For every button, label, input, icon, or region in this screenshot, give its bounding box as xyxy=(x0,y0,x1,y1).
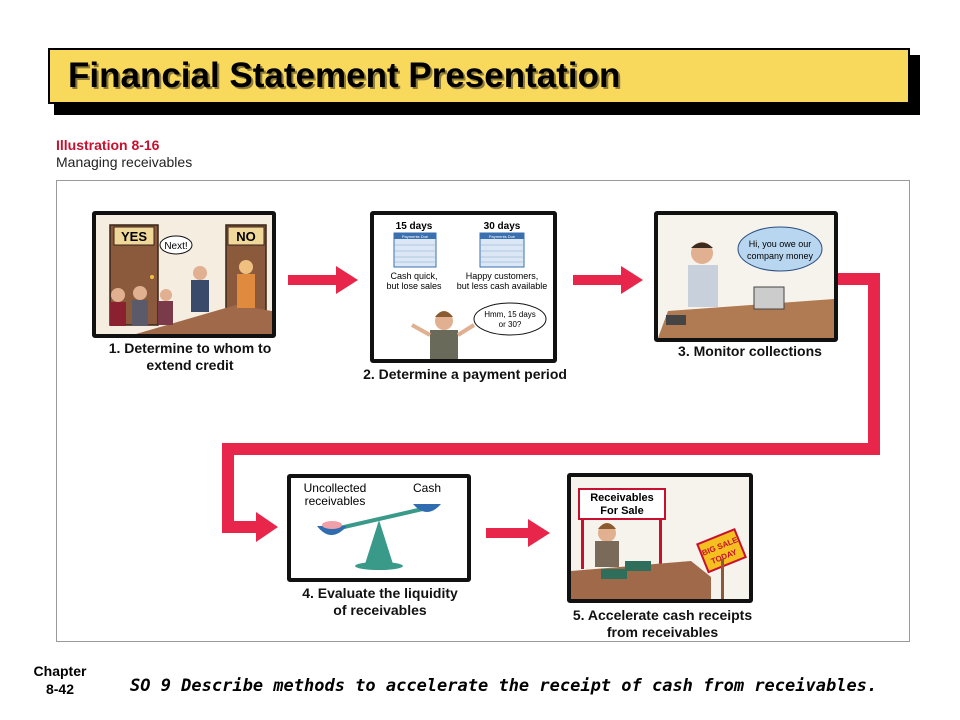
illustration-number: Illustration 8-16 xyxy=(56,137,160,153)
uncollected-line1: Uncollected xyxy=(304,481,367,495)
sign-yes: YES xyxy=(121,229,147,244)
bubble-next: Next! xyxy=(164,241,187,252)
bubble-line2: company money xyxy=(747,251,814,261)
sign-line1: Receivables xyxy=(590,492,654,504)
illustration-caption: Managing receivables xyxy=(56,154,193,170)
step-1-panel: YES NO Next! xyxy=(92,211,276,338)
note-15-line2: but lose sales xyxy=(386,281,442,291)
note-30-line1: Happy customers, xyxy=(466,271,539,281)
calendar-label-1: Payments Due xyxy=(402,234,429,239)
step-5-panel: Receivables For Sale BIG SALE TODAY xyxy=(567,473,753,603)
calendar-label-2: Payments Due xyxy=(489,234,516,239)
bubble-line2: or 30? xyxy=(499,320,522,329)
period-30: 30 days xyxy=(484,221,521,232)
credit-decision-illustration: YES NO Next! xyxy=(96,215,272,334)
bubble-line1: Hmm, 15 days xyxy=(484,310,536,319)
step-2-panel: 15 days 30 days Payments Due Payments Du… xyxy=(370,211,557,363)
payment-period-illustration: 15 days 30 days Payments Due Payments Du… xyxy=(374,215,553,359)
bubble-line1: Hi, you owe our xyxy=(749,239,812,249)
period-15: 15 days xyxy=(396,221,433,232)
cash-label: Cash xyxy=(413,481,441,495)
step-2-caption: 2. Determine a payment period xyxy=(363,366,567,382)
step-4-panel: Uncollected receivables Cash xyxy=(287,474,471,582)
note-15-line1: Cash quick, xyxy=(390,271,437,281)
step-1-caption: 1. Determine to whom to extend credit xyxy=(108,340,272,373)
receivables-for-sale-illustration: Receivables For Sale BIG SALE TODAY xyxy=(571,477,749,599)
chapter-label: Chapter 8-42 xyxy=(33,663,87,697)
step-4-caption: 4. Evaluate the liquidity of receivables xyxy=(302,585,458,618)
study-objective: SO 9 Describe methods to accelerate the … xyxy=(130,676,878,696)
page-title: Financial Statement Presentation xyxy=(68,56,621,95)
monitor-collections-illustration: Hi, you owe our company money xyxy=(658,215,834,338)
sign-line2: For Sale xyxy=(600,505,643,517)
step-3-panel: Hi, you owe our company money xyxy=(654,211,838,342)
liquidity-scale-illustration: Uncollected receivables Cash xyxy=(291,478,467,578)
step-5-caption: 5. Accelerate cash receipts from receiva… xyxy=(572,607,753,640)
note-30-line2: but less cash available xyxy=(457,281,548,291)
sign-no: NO xyxy=(236,229,256,244)
title-banner: Financial Statement Presentation xyxy=(48,48,910,104)
step-3-caption: 3. Monitor collections xyxy=(678,343,822,359)
uncollected-line2: receivables xyxy=(305,494,366,508)
